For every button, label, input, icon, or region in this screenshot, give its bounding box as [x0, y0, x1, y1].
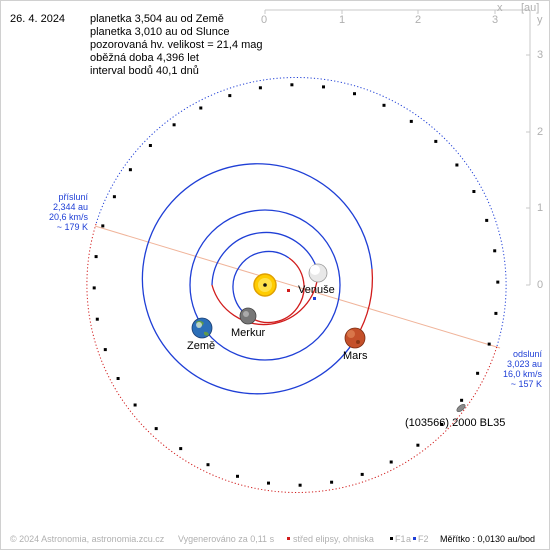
perihelion-info: přísluní 2,344 au 20,6 km/s ~ 179 K — [30, 192, 88, 232]
aphelion-temperature: ~ 157 K — [510, 379, 542, 389]
y-tick-0: 0 — [537, 279, 544, 291]
y-axis — [526, 10, 531, 286]
orbit-point — [360, 472, 364, 476]
footer-legend-markers — [287, 537, 416, 540]
mercury — [239, 307, 257, 325]
orbit-point — [258, 86, 262, 90]
orbit-point — [434, 139, 438, 143]
orbit-point — [172, 123, 176, 127]
legend-a: a — [406, 534, 412, 544]
mars — [344, 327, 366, 349]
orbit-point — [330, 480, 334, 484]
orbit-point — [455, 163, 459, 167]
x-axis — [264, 9, 530, 14]
orbit-focus-markers — [287, 289, 316, 300]
orbit-point — [228, 94, 232, 98]
orbit-point — [472, 190, 476, 193]
earth-label: Země — [187, 340, 216, 352]
orbit-point — [382, 103, 386, 107]
legend-f2: F2 — [418, 534, 429, 544]
orbit-point — [290, 83, 294, 87]
orbit-point — [440, 423, 444, 426]
mars-label: Mars — [343, 350, 368, 362]
orbit-point — [112, 195, 116, 199]
generation-time: Vygenerováno za 0,11 s — [178, 534, 275, 544]
perihelion-speed: 20,6 km/s — [48, 212, 88, 222]
unit-label: [au] — [521, 2, 540, 14]
orbit-point — [95, 317, 99, 321]
mercury-label: Merkur — [231, 327, 266, 339]
orbit-point — [487, 342, 491, 346]
observed-magnitude: pozorovaná hv. velikost = 21,4 mag — [90, 39, 263, 51]
orbit-point — [496, 280, 500, 284]
orbit-point — [148, 144, 152, 147]
orbit-point — [485, 218, 489, 222]
distance-from-sun: planetka 3,010 au od Slunce — [90, 26, 230, 38]
orbit-point — [236, 474, 239, 478]
perihelion-distance: 2,344 au — [52, 202, 88, 212]
y-tick-1: 1 — [537, 202, 544, 214]
legend-center-foci: střed elipsy, ohniska — [293, 534, 374, 544]
venus — [308, 263, 328, 283]
orbit-point — [416, 443, 420, 447]
orbit-point — [460, 398, 464, 402]
orbit-point — [267, 481, 270, 485]
x-tick-1: 1 — [339, 14, 346, 26]
orbit-point — [133, 403, 137, 407]
apsides-line — [94, 225, 501, 349]
sun — [253, 273, 277, 297]
orbit-point — [493, 249, 497, 253]
orbit-point — [389, 460, 393, 464]
orbit-point — [92, 286, 96, 290]
orbit-point — [298, 483, 302, 487]
distance-from-earth: planetka 3,504 au od Země — [90, 13, 224, 25]
orbit-point — [128, 168, 132, 172]
aphelion-info: odsluní 3,023 au 16,0 km/s ~ 157 K — [492, 349, 542, 389]
orbit-point — [116, 377, 120, 380]
x-axis-label: x — [497, 2, 503, 14]
aphelion-speed: 16,0 km/s — [502, 369, 542, 379]
orbit-point — [353, 92, 356, 96]
scale-label: Měřítko : 0,0130 au/bod — [440, 534, 536, 544]
orbit-point — [409, 119, 413, 123]
orbit-point — [322, 85, 325, 89]
x-tick-2: 2 — [415, 14, 422, 26]
orbital-period: oběžná doba 4,396 let — [90, 52, 199, 64]
venus-label: Venuše — [298, 284, 335, 296]
orbit-point — [103, 348, 107, 352]
legend-f1: F1 — [395, 534, 406, 544]
orbit-point — [101, 224, 105, 228]
x-tick-3: 3 — [492, 14, 499, 26]
y-tick-2: 2 — [537, 126, 544, 138]
asteroid-label: (103566) 2000 BL35 — [405, 417, 506, 429]
perihelion-title: přísluní — [58, 192, 88, 202]
y-tick-3: 3 — [537, 49, 544, 61]
point-interval: interval bodů 40,1 dnů — [90, 65, 199, 77]
orbit-point — [476, 371, 480, 375]
asteroid — [456, 403, 466, 413]
perihelion-temperature: ~ 179 K — [56, 222, 88, 232]
asteroid-position-dots — [92, 83, 500, 487]
asteroid-orbit — [86, 76, 507, 494]
earth — [191, 317, 213, 339]
aphelion-title: odsluní — [512, 349, 542, 359]
y-axis-label: y — [537, 14, 543, 26]
orbit-point — [206, 463, 210, 467]
orbit-point — [179, 447, 183, 451]
orbit-point — [494, 311, 498, 315]
orbit-point — [199, 106, 203, 110]
aphelion-distance: 3,023 au — [506, 359, 542, 369]
x-tick-0: 0 — [261, 14, 268, 26]
orbit-point — [154, 427, 158, 431]
copyright-link[interactable]: © 2024 Astronomia, astronomia.zcu.cz — [10, 534, 165, 544]
orbit-point — [94, 255, 98, 259]
date-label: 26. 4. 2024 — [10, 13, 66, 25]
